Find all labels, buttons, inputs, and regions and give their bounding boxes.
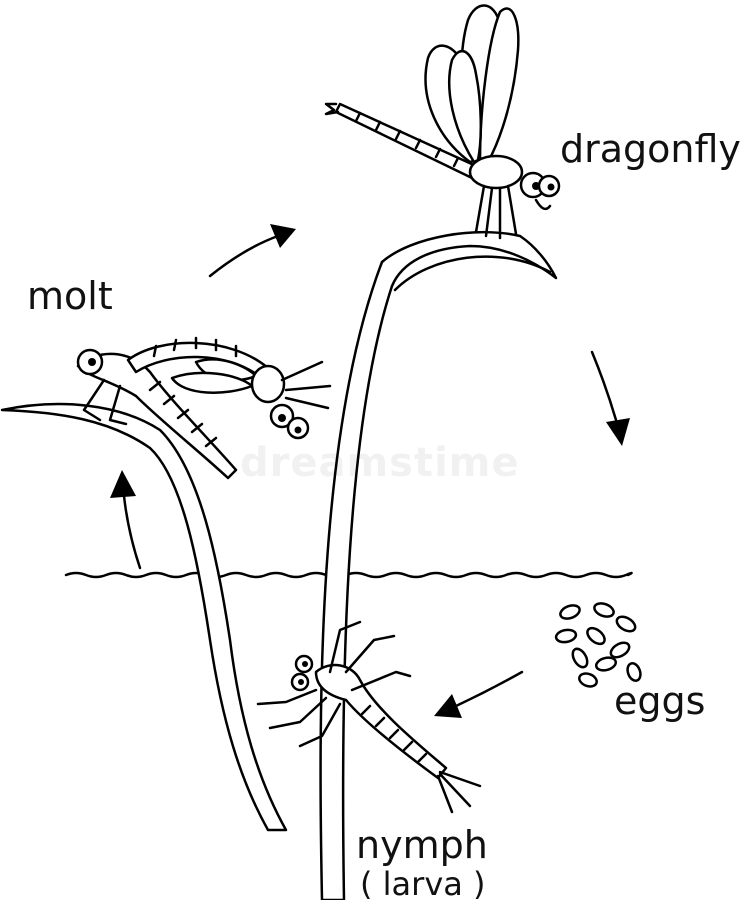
nymph	[256, 620, 482, 814]
cycle-arrows	[110, 224, 630, 718]
eggs-cluster	[554, 602, 642, 688]
arrow-molt-to-adult	[208, 224, 296, 278]
label-nymph: nymph	[356, 823, 488, 867]
arrow-eggs-to-nymph	[434, 670, 524, 718]
molting-dragonfly	[76, 336, 332, 480]
arrow-adult-to-eggs	[590, 350, 630, 446]
label-dragonfly: dragonfly	[560, 127, 741, 171]
adult-dragonfly	[324, 4, 561, 240]
short-stalk	[0, 402, 288, 832]
label-molt: molt	[27, 274, 113, 318]
tall-stalk	[319, 230, 558, 902]
label-eggs: eggs	[614, 679, 706, 723]
label-larva: ( larva )	[360, 865, 486, 903]
watermark-text: dreamstime	[240, 440, 520, 486]
arrow-nymph-to-molt	[110, 470, 142, 570]
water-surface	[64, 571, 633, 579]
